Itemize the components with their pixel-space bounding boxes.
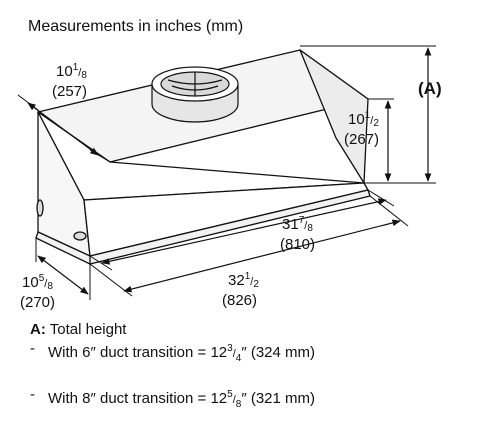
dimension-width-outer: 321/2 (826) bbox=[89, 195, 409, 309]
dimension-value-inches: 101/8 bbox=[56, 62, 87, 81]
note-item: - With 6″ duct transition = 123/4″ (324 … bbox=[30, 339, 490, 368]
notes-heading: A: Total height bbox=[30, 320, 490, 339]
dimension-value-mm: (257) bbox=[52, 83, 87, 100]
dimension-value-inches: 101/2 bbox=[348, 110, 379, 129]
side-slot bbox=[73, 231, 87, 241]
dimension-depth-base: 105/8 (270) bbox=[20, 238, 91, 311]
diagram-title: Measurements in inches (mm) bbox=[28, 18, 243, 35]
notes-label: A: bbox=[30, 321, 46, 338]
dimension-value-mm: (267) bbox=[344, 131, 379, 148]
duct-collar bbox=[151, 66, 239, 123]
side-slot bbox=[36, 199, 44, 217]
note-text: With 6″ duct transition = 123/4″ (324 mm… bbox=[48, 343, 315, 364]
dimension-depth-top: 101/8 (257) bbox=[17, 62, 111, 163]
bullet: - bbox=[30, 340, 35, 357]
dimension-value-mm: (270) bbox=[20, 294, 55, 311]
notes-heading-text: Total height bbox=[49, 321, 127, 338]
dimension-value-inches: 105/8 bbox=[22, 273, 53, 292]
note-item: - With 8″ duct transition = 125/8″ (321 … bbox=[30, 385, 490, 414]
dimension-total-height: (A) bbox=[300, 45, 442, 184]
note-text: With 8″ duct transition = 125/8″ (321 mm… bbox=[48, 389, 315, 410]
dimension-height: 101/2 (267) bbox=[344, 98, 394, 184]
dimension-value-inches: 317/8 bbox=[282, 215, 313, 234]
dimension-value-inches: 321/2 bbox=[228, 271, 259, 290]
total-height-notes: A: Total height - With 6″ duct transitio… bbox=[30, 320, 490, 414]
dimension-value-mm: (826) bbox=[222, 292, 257, 309]
bullet: - bbox=[30, 386, 35, 403]
dimension-label-a: (A) bbox=[418, 79, 442, 98]
